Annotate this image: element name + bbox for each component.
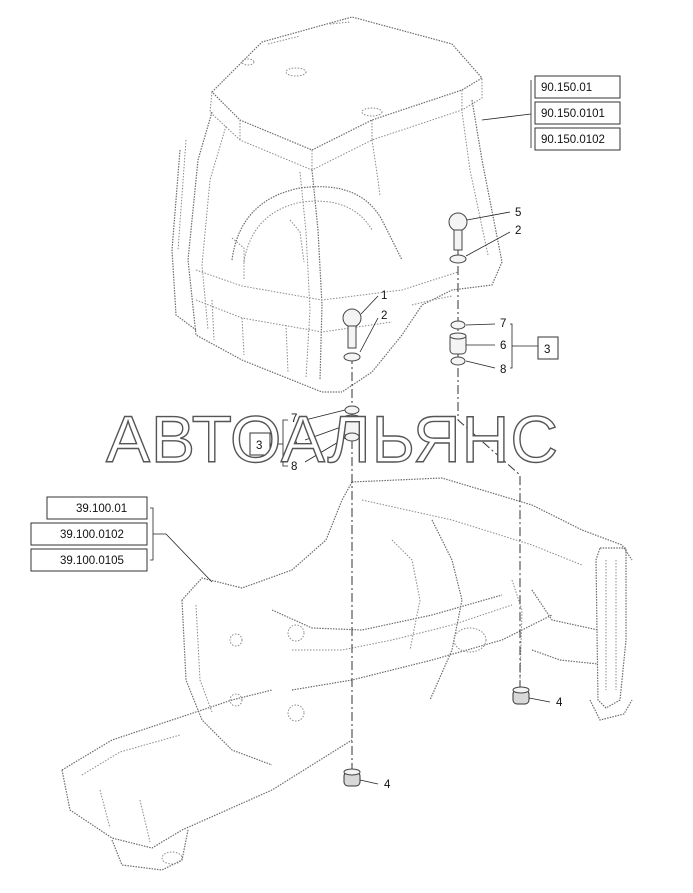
callout-7-left: 7 — [291, 413, 297, 425]
bolt-1 — [342, 308, 362, 349]
cab-outline — [171, 16, 503, 393]
washer-2-left — [343, 352, 361, 362]
bolt-5 — [448, 212, 468, 251]
callout-2-left: 2 — [381, 310, 387, 322]
watermark-text: АВТОАЛЬЯНС — [106, 402, 559, 476]
frame-ref-box-1[interactable] — [46, 496, 148, 520]
frame-reference-boxes: 39.100.01 39.100.0102 39.100.0105 — [30, 496, 148, 572]
frame-ref-box-2[interactable] — [30, 522, 148, 546]
left-mount-parts — [342, 308, 362, 787]
callout-4-left: 4 — [384, 779, 391, 791]
washer-2-right — [449, 254, 467, 264]
washer-8-right — [450, 356, 466, 366]
cab-ref-3: 90.150.0102 — [541, 134, 605, 146]
callout-3-left: 3 — [256, 440, 262, 452]
callout-6-left: 6 — [291, 437, 297, 449]
right-mount-parts — [448, 212, 530, 705]
callout-box-3-left — [249, 432, 271, 456]
frame-ref-1: 39.100.01 — [76, 503, 127, 515]
bushing-4-left — [343, 768, 361, 787]
callout-box-3-right — [537, 336, 559, 360]
washer-7-right — [450, 320, 466, 330]
callout-6-right: 6 — [500, 340, 506, 352]
callout-2-right: 2 — [515, 225, 521, 237]
callout-5: 5 — [515, 207, 521, 219]
callout-7-right: 7 — [500, 318, 506, 330]
spacer-6-right — [449, 332, 467, 355]
frame-ref-3: 39.100.0105 — [60, 555, 124, 567]
cab-ref-2: 90.150.0101 — [541, 108, 605, 120]
cab-ref-box-3[interactable] — [534, 127, 621, 151]
callout-leaders — [150, 80, 551, 785]
cab-ref-box-1[interactable] — [534, 75, 621, 99]
callout-labels: 5 2 7 6 8 3 4 1 2 7 6 8 3 4 — [249, 207, 563, 791]
callout-8-left: 8 — [291, 461, 297, 473]
cab-reference-boxes: 90.150.01 90.150.0101 90.150.0102 — [534, 75, 621, 151]
cab-ref-box-2[interactable] — [534, 101, 621, 125]
frame-ref-box-3[interactable] — [30, 548, 148, 572]
callout-3-right: 3 — [544, 344, 550, 356]
frame-ref-2: 39.100.0102 — [60, 529, 124, 541]
cab-ref-1: 90.150.01 — [541, 82, 592, 94]
callout-4-right: 4 — [556, 697, 563, 709]
spacer-6-left — [343, 414, 361, 437]
callout-1: 1 — [381, 290, 387, 302]
assembly-axis-lines — [351, 215, 521, 770]
frame-outline — [61, 477, 633, 871]
callout-8-right: 8 — [500, 364, 506, 376]
bushing-4-right — [512, 686, 530, 705]
washer-8-left — [344, 432, 360, 442]
